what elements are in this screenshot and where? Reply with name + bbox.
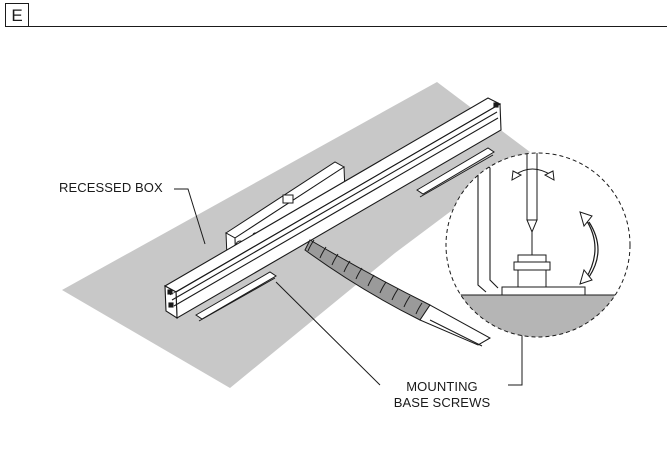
mounting-bracket-right — [416, 147, 495, 198]
step-letter-box: E — [5, 3, 29, 27]
leader-recessed-box — [174, 188, 206, 245]
leader-mounting-left — [275, 281, 381, 386]
rotate-arrow-side — [584, 217, 596, 281]
recessed-box-body — [163, 97, 502, 320]
mounting-base-screws-label: MOUNTING BASE SCREWS — [385, 379, 499, 411]
mounting-label-line1: MOUNTING — [406, 379, 478, 394]
recessed-box-label: RECESSED BOX — [59, 180, 163, 195]
mounting-bracket-left — [195, 271, 277, 322]
mounting-label-line2: BASE SCREWS — [393, 395, 491, 410]
header-rule — [29, 26, 667, 27]
step-letter: E — [11, 5, 23, 25]
conduit — [304, 239, 492, 347]
